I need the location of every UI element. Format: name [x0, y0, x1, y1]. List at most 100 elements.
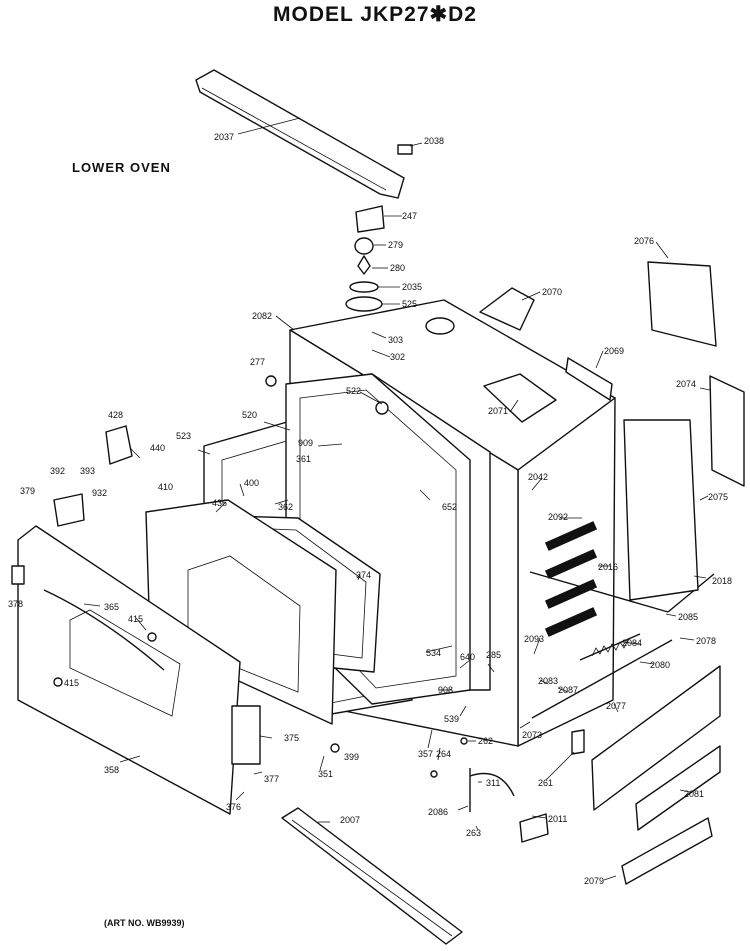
label-400: 400 [244, 478, 259, 488]
label-523: 523 [176, 431, 191, 441]
strip-2069 [565, 357, 613, 401]
label-2018: 2018 [712, 576, 732, 586]
label-303: 303 [388, 335, 403, 345]
panel-2077 [591, 665, 721, 811]
part-277 [265, 375, 277, 387]
label-522: 522 [346, 386, 361, 396]
label-280: 280 [390, 263, 405, 273]
label-362: 362 [278, 502, 293, 512]
label-410: 410 [158, 482, 173, 492]
label-415b: 415 [64, 678, 79, 688]
label-652: 652 [442, 502, 457, 512]
label-2093: 2093 [524, 634, 544, 644]
bracket-2071 [483, 373, 557, 423]
label-2016: 2016 [598, 562, 618, 572]
label-2082: 2082 [252, 311, 272, 321]
bracket-428 [105, 425, 133, 465]
label-932: 932 [92, 488, 107, 498]
hinge-379 [53, 493, 85, 527]
label-279: 279 [388, 240, 403, 250]
label-525: 525 [402, 299, 417, 309]
bracket-2070 [479, 287, 535, 331]
label-374: 374 [356, 570, 371, 580]
label-640: 640 [460, 652, 475, 662]
part-522 [375, 401, 389, 415]
label-2083: 2083 [538, 676, 558, 686]
label-262: 262 [478, 736, 493, 746]
label-2007: 2007 [340, 815, 360, 825]
label-361: 361 [296, 454, 311, 464]
label-311: 311 [486, 778, 500, 788]
hinge-378 [11, 565, 25, 585]
part-261 [571, 729, 585, 755]
label-2035: 2035 [402, 282, 422, 292]
part-415-upper [147, 632, 157, 642]
label-277: 277 [250, 357, 265, 367]
label-909: 909 [298, 438, 313, 448]
label-285: 285 [486, 650, 501, 660]
label-2075: 2075 [708, 492, 728, 502]
label-399: 399 [344, 752, 359, 762]
label-392: 392 [50, 466, 65, 476]
label-2037: 2037 [214, 132, 234, 142]
label-2092: 2092 [548, 512, 568, 522]
label-2085: 2085 [678, 612, 698, 622]
panel-2075 [623, 419, 699, 601]
label-2078: 2078 [696, 636, 716, 646]
label-2080: 2080 [650, 660, 670, 670]
label-2081: 2081 [684, 789, 704, 799]
label-379: 379 [20, 486, 35, 496]
part-264 [430, 770, 438, 778]
label-534: 534 [426, 648, 441, 658]
label-393: 393 [80, 466, 95, 476]
label-2077: 2077 [606, 701, 626, 711]
window-375 [231, 705, 261, 765]
label-520: 520 [242, 410, 257, 420]
label-440: 440 [150, 443, 165, 453]
label-2070: 2070 [542, 287, 562, 297]
label-2086: 2086 [428, 807, 448, 817]
label-2074: 2074 [676, 379, 696, 389]
panel-2076 [647, 261, 717, 347]
label-264: 264 [436, 749, 451, 759]
part-262 [460, 737, 468, 745]
label-908: 908 [438, 685, 453, 695]
label-2069: 2069 [604, 346, 624, 356]
panel-2074 [709, 375, 745, 487]
label-375: 375 [284, 733, 299, 743]
label-2087: 2087 [558, 685, 578, 695]
label-2073: 2073 [522, 730, 542, 740]
label-2084: 2084 [622, 638, 642, 648]
label-2076: 2076 [634, 236, 654, 246]
label-247: 247 [402, 211, 417, 221]
part-2011 [519, 813, 549, 843]
section-label: LOWER OVEN [72, 160, 171, 175]
label-2079: 2079 [584, 876, 604, 886]
leader-lines [83, 117, 711, 881]
diagram-title: MODEL JKP27✱D2 [273, 3, 477, 26]
label-539: 539 [444, 714, 459, 724]
panel-2079 [621, 817, 713, 885]
label-351: 351 [318, 769, 333, 779]
part-311 [469, 768, 515, 812]
label-436: 436 [212, 498, 227, 508]
art-number: (ART NO. WB9939) [104, 918, 185, 928]
label-2011: 2011 [548, 814, 567, 824]
label-357: 357 [418, 749, 433, 759]
clip-2038 [397, 144, 413, 155]
label-302: 302 [390, 352, 405, 362]
label-358: 358 [104, 765, 119, 775]
grille-2007 [281, 807, 463, 945]
label-261: 261 [538, 778, 553, 788]
panel-2081 [635, 745, 721, 831]
label-365: 365 [104, 602, 119, 612]
part-415-lower [53, 677, 63, 687]
label-378: 378 [8, 599, 23, 609]
label-428: 428 [108, 410, 123, 420]
part-399 [330, 743, 340, 753]
label-263: 263 [466, 828, 481, 838]
top-trim-2037 [195, 69, 405, 199]
label-415a: 415 [128, 614, 143, 624]
label-376: 376 [226, 802, 241, 812]
